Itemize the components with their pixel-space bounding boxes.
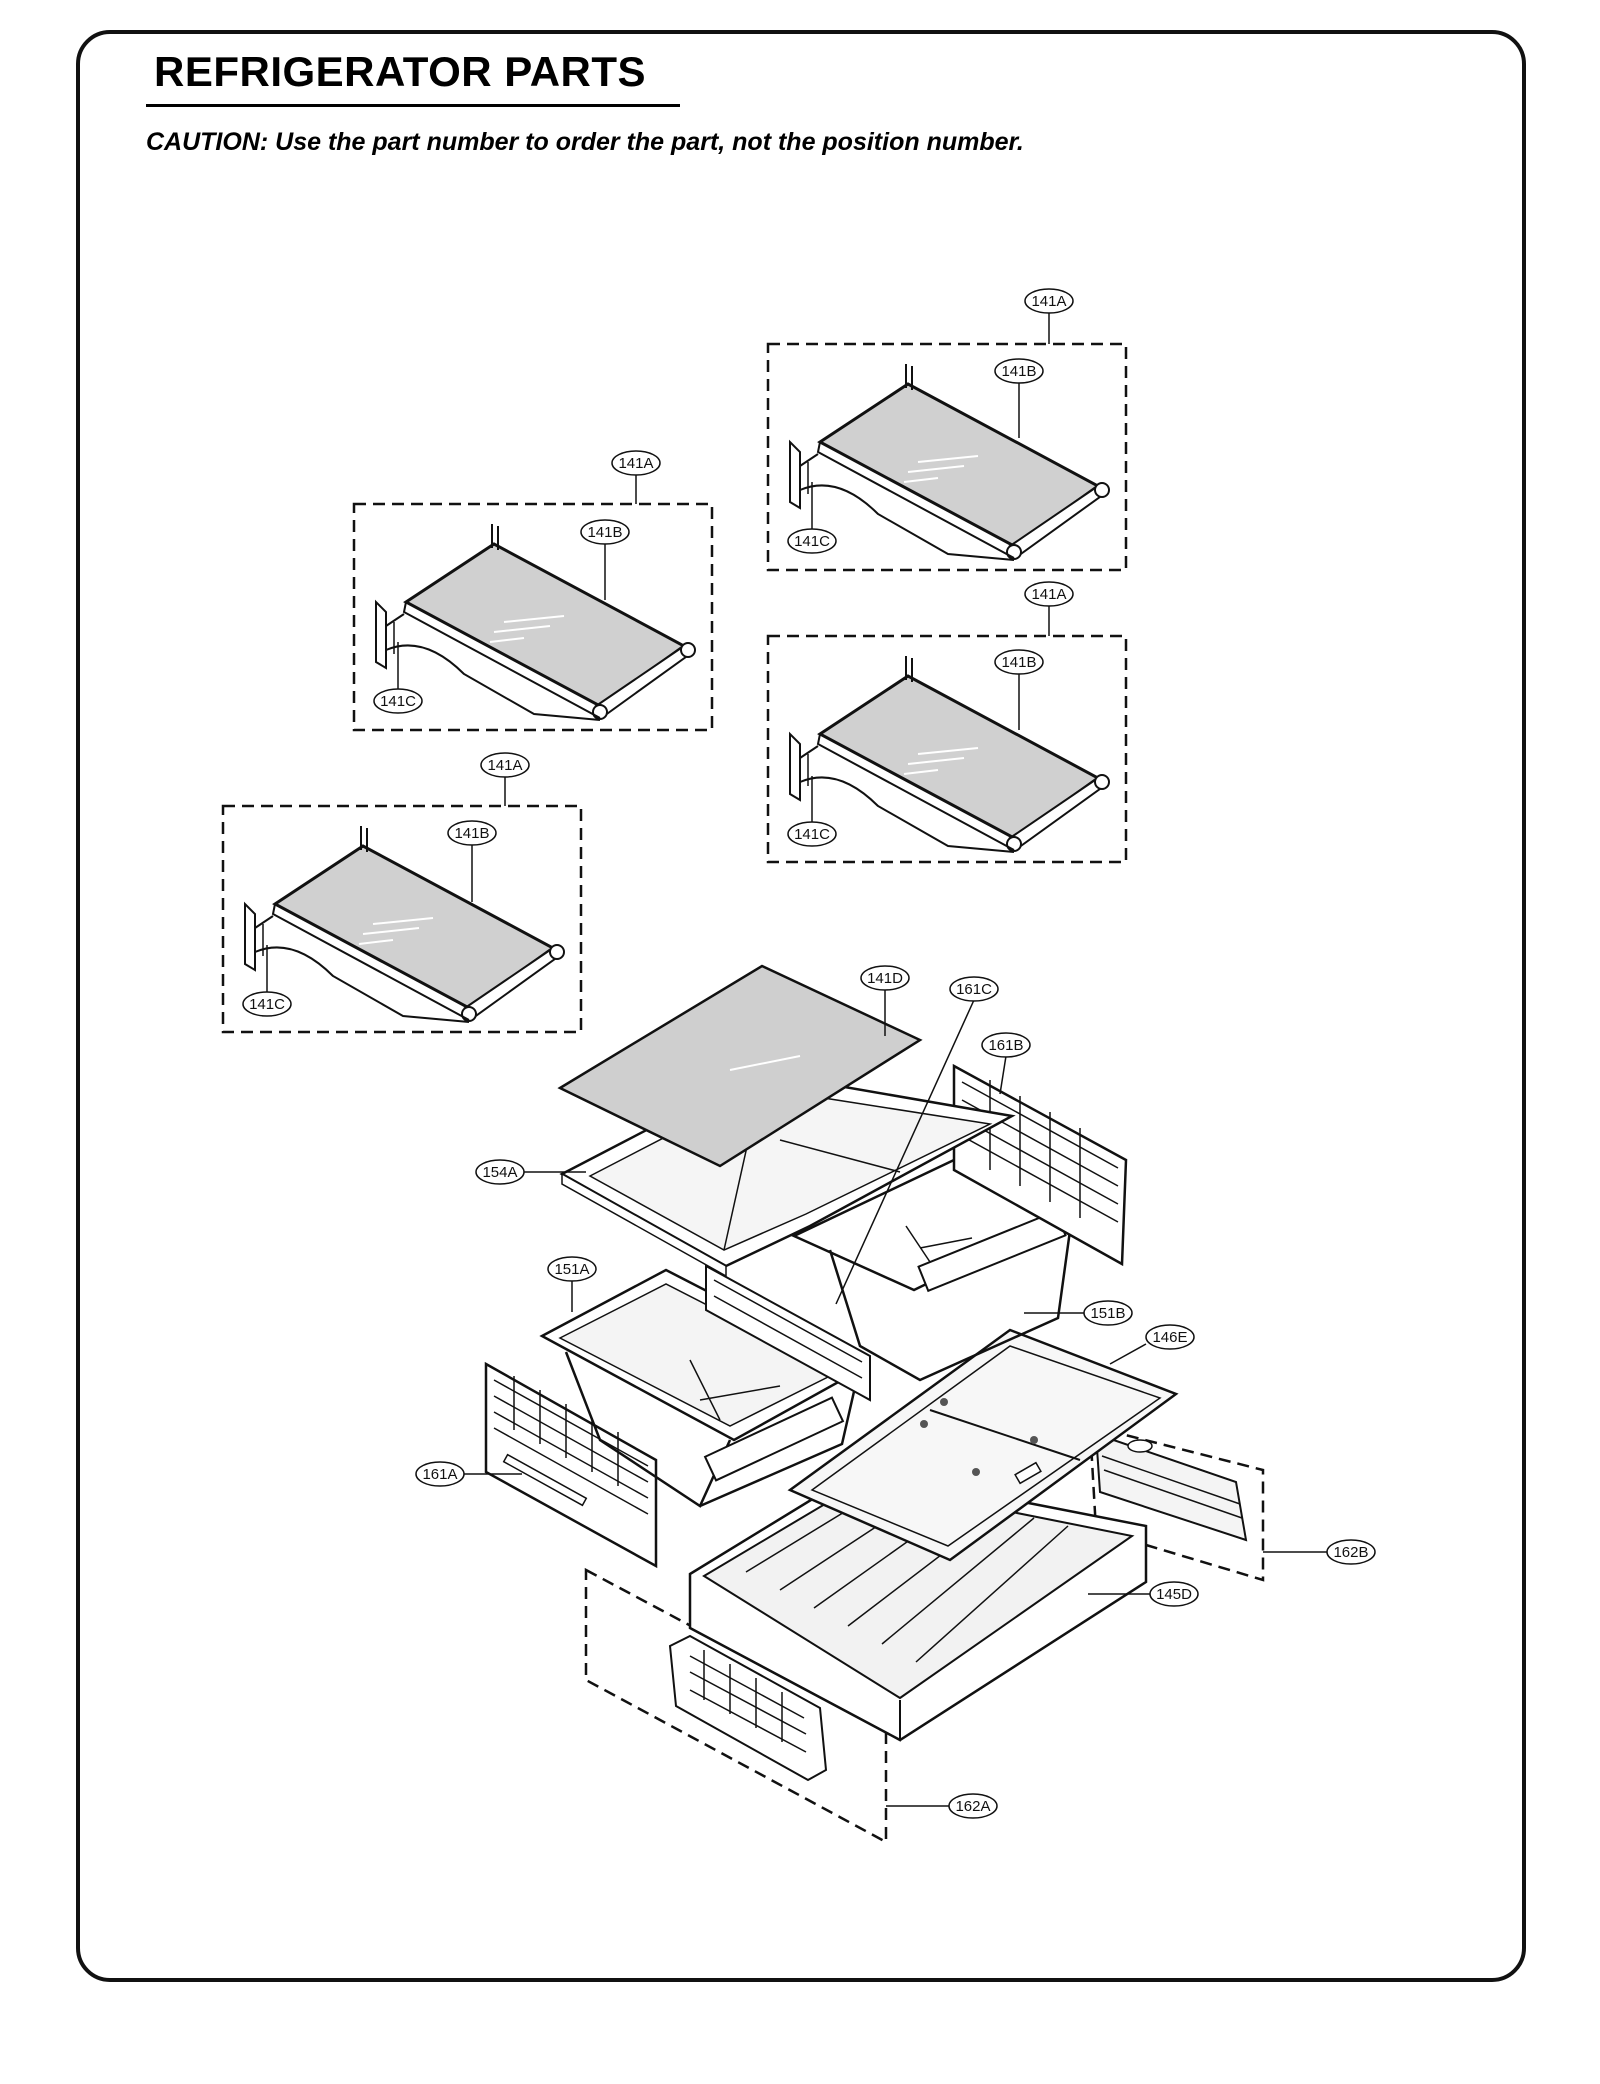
callout-141A: 141A — [1024, 581, 1074, 636]
callout-141B: 141B — [580, 519, 630, 600]
part-146E-tray — [787, 1328, 1179, 1562]
label-141A: 141A — [1031, 293, 1066, 310]
callout-141C: 141C — [373, 642, 423, 714]
callout-141B: 141B — [994, 358, 1044, 438]
label-141A: 141A — [1031, 586, 1066, 603]
part-162A-enclosure — [584, 1567, 888, 1845]
callout-154A: 154A — [475, 1159, 586, 1185]
caution-note: CAUTION: Use the part number to order th… — [146, 128, 1024, 156]
callout-145D: 145D — [1088, 1581, 1199, 1607]
callout-141A: 141A — [480, 752, 530, 806]
callout-161B: 161B — [981, 1032, 1031, 1095]
callout-162A: 162A — [886, 1793, 998, 1819]
callout-146E: 146E — [1109, 1324, 1195, 1365]
label-162B: 162B — [1333, 1544, 1368, 1561]
page-title: REFRIGERATOR PARTS — [154, 48, 647, 95]
callout-141C: 141C — [242, 945, 292, 1017]
label-141C: 141C — [794, 533, 830, 550]
callout-151B: 151B — [1024, 1300, 1133, 1326]
label-141A: 141A — [618, 455, 653, 472]
label-145D: 145D — [1156, 1586, 1192, 1603]
part-141D-glass — [557, 964, 923, 1168]
callout-161C: 161C — [835, 976, 999, 1305]
label-161C: 161C — [956, 981, 992, 998]
label-141B: 141B — [1001, 654, 1036, 671]
callout-141C: 141C — [787, 776, 837, 847]
label-161A: 161A — [422, 1466, 457, 1483]
label-141C: 141C — [249, 996, 285, 1013]
part-161A-divider — [484, 1361, 658, 1569]
label-141B: 141B — [1001, 363, 1036, 380]
part-161C-divider — [705, 1264, 871, 1402]
callout-161A: 161A — [415, 1461, 522, 1487]
callout-141C: 141C — [787, 482, 837, 554]
callout-141D: 141D — [860, 965, 910, 1036]
label-162A: 162A — [955, 1798, 990, 1815]
label-141B: 141B — [587, 524, 622, 541]
label-146E: 146E — [1152, 1329, 1187, 1346]
label-141A: 141A — [487, 757, 522, 774]
page-frame — [76, 30, 1526, 1982]
label-141C: 141C — [380, 693, 416, 710]
label-141B: 141B — [454, 825, 489, 842]
callout-162B: 162B — [1263, 1539, 1376, 1565]
label-141D: 141D — [867, 970, 903, 987]
label-151A: 151A — [554, 1261, 589, 1278]
label-141C: 141C — [794, 826, 830, 843]
callout-151A: 151A — [547, 1256, 597, 1312]
title-underline — [146, 104, 680, 107]
callout-141A: 141A — [1024, 288, 1074, 344]
label-161B: 161B — [988, 1037, 1023, 1054]
callout-141B: 141B — [994, 649, 1044, 730]
label-154A: 154A — [482, 1164, 517, 1181]
part-162B-enclosure — [1088, 1424, 1265, 1582]
callout-141A: 141A — [611, 450, 661, 504]
label-151B: 151B — [1090, 1305, 1125, 1322]
callout-141B: 141B — [447, 820, 497, 902]
